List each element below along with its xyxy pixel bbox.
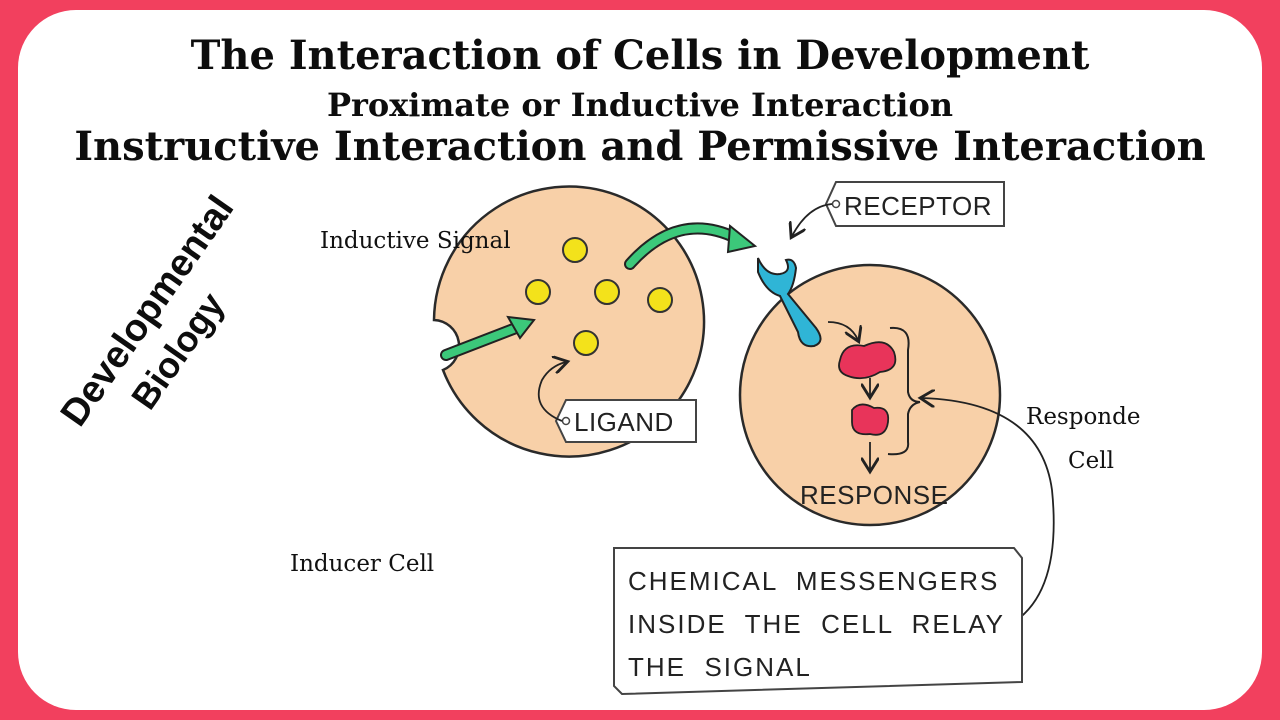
main-title: The Interaction of Cells in Development [190, 32, 1090, 79]
content-card: The Interaction of Cells in Development … [18, 10, 1262, 710]
messenger-box: CHEMICAL MESSENGERS INSIDE THE CELL RELA… [613, 547, 1023, 696]
ligand-label: LIGAND [574, 407, 674, 437]
signal-arrow-short [440, 315, 536, 361]
subtitle-1: Proximate or Inductive Interaction [326, 86, 954, 124]
inducer-cell-label: Inducer Cell [290, 551, 434, 577]
receptor-tag: RECEPTOR [792, 181, 1005, 236]
cell-label: Cell [1068, 448, 1114, 474]
cell-interaction-diagram: RECEPTOR LIGAND CHEMICAL MESSENGERS INSI… [290, 181, 1140, 696]
receptor-protein [757, 257, 822, 348]
messenger-blob-2 [851, 403, 890, 436]
signal-arrow-curved [624, 222, 758, 270]
receptor-label: RECEPTOR [844, 191, 992, 221]
response-label: RESPONSE [800, 480, 949, 510]
messenger-line-3: THE SIGNAL [628, 652, 812, 682]
messenger-blob-1 [838, 341, 897, 380]
messenger-line-1: CHEMICAL MESSENGERS [628, 566, 999, 596]
ligand-molecules [525, 237, 673, 356]
inductive-signal-label: Inductive Signal [320, 228, 511, 254]
subtitle-2: Instructive Interaction and Permissive I… [74, 123, 1206, 170]
ligand-tag: LIGAND [537, 362, 697, 443]
responde-label: Responde [1026, 404, 1140, 430]
messenger-line-2: INSIDE THE CELL RELAY [628, 609, 1005, 639]
